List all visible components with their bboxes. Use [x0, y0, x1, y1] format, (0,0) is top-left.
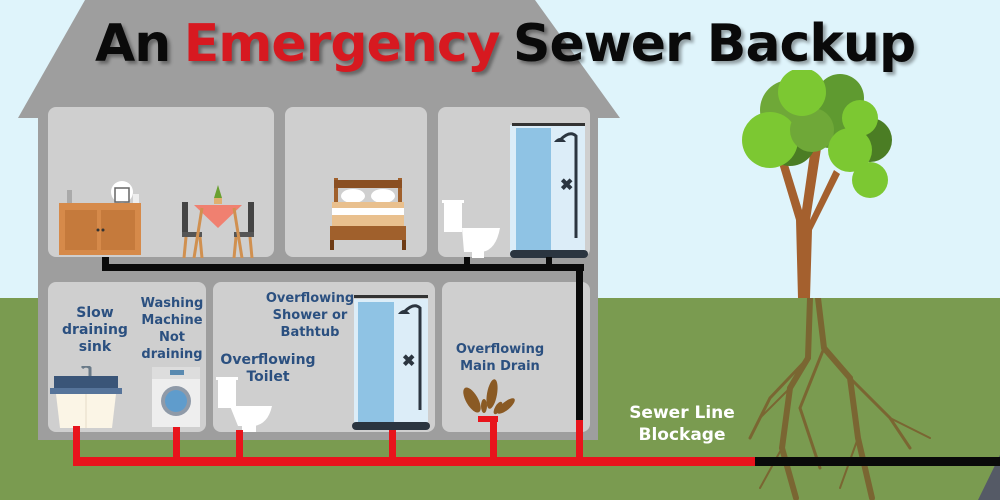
label-line: draining — [141, 347, 203, 362]
pipe-red-shower — [389, 430, 396, 465]
label-line: draining — [62, 322, 128, 338]
title-part-3: Sewer Backup — [513, 14, 916, 74]
house-roof — [18, 0, 620, 118]
bed-icon — [330, 178, 406, 250]
page-title: An Emergency Sewer Backup — [95, 14, 916, 74]
svg-text:✖: ✖ — [402, 353, 415, 370]
overflow-splash-icon — [463, 379, 515, 422]
label-line: Shower or — [272, 308, 348, 323]
label-line: Washing — [140, 296, 204, 311]
label-line: Overflowing — [265, 291, 355, 306]
pipe-red-washer — [173, 427, 180, 465]
toilet-icon-lower — [216, 377, 272, 432]
pipe-red-vertical-stack — [576, 420, 583, 465]
tree-icon — [742, 70, 892, 298]
pipe-red-horizontal-main — [73, 457, 755, 466]
label-slow-draining-sink: Slow draining sink — [55, 305, 135, 356]
label-overflowing-toilet: Overflowing Toilet — [218, 352, 318, 386]
label-line: Sewer Line — [629, 403, 735, 423]
pipe-black-vertical-stack — [576, 264, 583, 422]
label-line: sink — [78, 339, 112, 355]
label-line: Blockage — [638, 425, 726, 445]
pipe-red-toilet — [236, 430, 243, 465]
sink-icon — [50, 366, 122, 428]
road-corner — [978, 455, 1000, 500]
pipe-black-toilet — [464, 257, 470, 267]
label-line: Main Drain — [460, 359, 540, 374]
pipe-black-kitchen — [102, 257, 109, 269]
shower-icon-upper: ✖ — [510, 123, 588, 258]
label-overflowing-main-drain: Overflowing Main Drain — [450, 341, 550, 375]
label-line: Slow — [76, 305, 114, 321]
label-washing-machine: Washing Machine Not draining — [136, 295, 208, 363]
label-line: Toilet — [246, 369, 290, 385]
svg-text:✖: ✖ — [560, 177, 573, 194]
pipe-black-horizontal — [102, 264, 584, 271]
title-part-1: An — [95, 14, 171, 74]
pipe-red-sink — [73, 426, 80, 466]
label-sewer-line-blockage: Sewer Line Blockage — [612, 402, 752, 446]
label-line: Not — [158, 330, 186, 345]
title-part-2: Emergency — [183, 14, 501, 74]
label-line: Overflowing — [220, 352, 316, 368]
label-overflowing-shower: Overflowing Shower or Bathtub — [260, 290, 360, 341]
toilet-icon-upper — [442, 200, 500, 258]
label-line: Overflowing — [455, 342, 545, 357]
pipe-black-sewer-line — [755, 457, 1000, 466]
room-utility — [442, 282, 590, 432]
shower-icon-lower: ✖ — [352, 295, 430, 430]
label-line: Bathtub — [280, 325, 340, 340]
dining-table-icon — [182, 185, 254, 258]
pipe-black-shower — [546, 257, 552, 267]
pipe-red-main-drain — [490, 420, 497, 465]
tree-roots-icon — [748, 298, 931, 500]
label-line: Machine — [141, 313, 203, 328]
kitchen-cabinet-icon — [59, 181, 141, 255]
washing-machine-icon — [152, 367, 200, 427]
